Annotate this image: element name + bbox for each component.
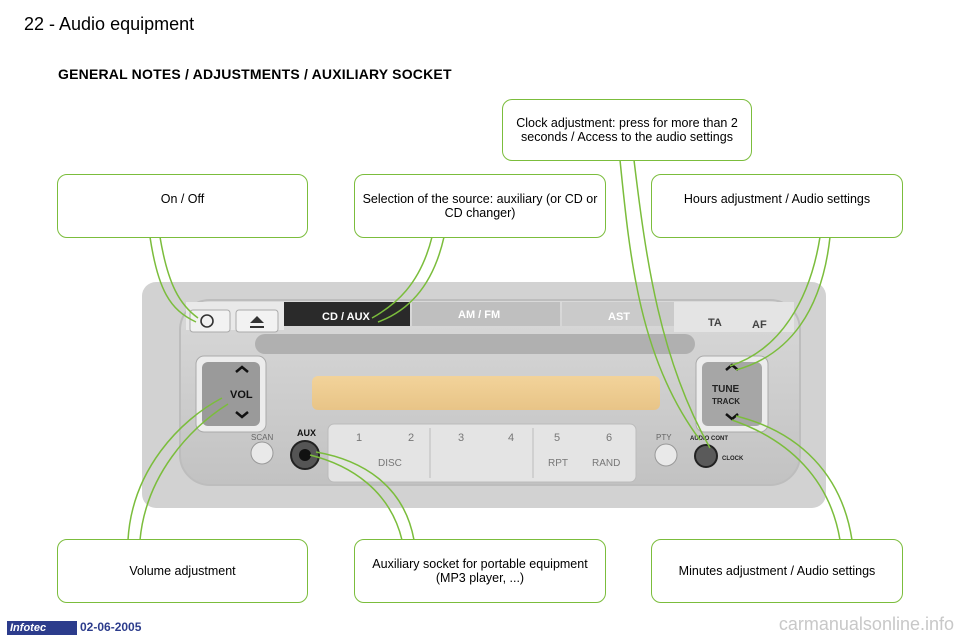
- leader-volume: [127, 397, 229, 541]
- leader-clock: [619, 159, 711, 449]
- audio-cont-knob: [694, 444, 718, 468]
- pty-label: PTY: [656, 433, 672, 442]
- watermark: carmanualsonline.info: [778, 614, 954, 634]
- callout-source: Selection of the source: auxiliary (or C…: [354, 174, 606, 238]
- preset-panel: [327, 423, 637, 483]
- callout-hours: Hours adjustment / Audio settings: [651, 174, 903, 238]
- callout-on-off: On / Off: [57, 174, 308, 238]
- aux-label: AUX: [297, 428, 316, 438]
- callout-clock: Clock adjustment: press for more than 2 …: [502, 99, 752, 161]
- cd-slot: [255, 334, 695, 354]
- rpt-label: RPT: [548, 458, 568, 469]
- disc-label: DISC: [378, 458, 402, 469]
- am-fm-button: [412, 302, 560, 326]
- audio-cont-label: AUDIO CONT: [690, 436, 728, 442]
- scan-label: SCAN: [251, 433, 273, 442]
- preset-4: 4: [508, 432, 514, 444]
- leader-source: [371, 236, 445, 323]
- leader-on-off: [149, 236, 199, 323]
- ast-button: [562, 302, 674, 326]
- preset-3: 3: [458, 432, 464, 444]
- page-header: 22 - Audio equipment: [24, 14, 195, 34]
- am-fm-label: AM / FM: [458, 309, 500, 321]
- callout-volume: Volume adjustment: [57, 539, 308, 603]
- power-icon: [200, 314, 214, 328]
- ta-label: TA: [708, 317, 722, 329]
- vol-rocker: [202, 362, 260, 426]
- scan-button: [250, 441, 274, 465]
- af-label: AF: [752, 319, 767, 331]
- eject-icon: [250, 316, 264, 328]
- vol-down-icon: [235, 411, 249, 419]
- lcd-display: [312, 376, 660, 410]
- tune-rocker: [702, 362, 762, 426]
- power-button: [189, 309, 231, 333]
- preset-5: 5: [554, 432, 560, 444]
- preset-2: 2: [408, 432, 414, 444]
- track-label: TRACK: [712, 397, 740, 406]
- preset-1: 1: [356, 432, 362, 444]
- callout-minutes: Minutes adjustment / Audio settings: [651, 539, 903, 603]
- leader-minutes: [731, 415, 853, 541]
- tune-down-icon: [725, 413, 739, 421]
- leader-aux: [309, 451, 415, 541]
- section-title: GENERAL NOTES / ADJUSTMENTS / AUXILIARY …: [58, 66, 452, 82]
- callout-leaders: [127, 159, 853, 541]
- preset-6: 6: [606, 432, 612, 444]
- footer-logo: Infotec: [7, 621, 77, 635]
- clock-label: CLOCK: [722, 456, 744, 462]
- cd-aux-label: CD / AUX: [322, 311, 371, 323]
- leader-hours: [729, 236, 831, 371]
- vol-up-icon: [235, 365, 249, 373]
- footer-date: 02-06-2005: [80, 620, 142, 634]
- vol-label: VOL: [230, 389, 253, 401]
- rand-label: RAND: [592, 458, 620, 469]
- tune-label: TUNE: [712, 384, 740, 395]
- pty-button: [654, 443, 678, 467]
- ast-label: AST: [608, 311, 630, 323]
- callout-aux: Auxiliary socket for portable equipment …: [354, 539, 606, 603]
